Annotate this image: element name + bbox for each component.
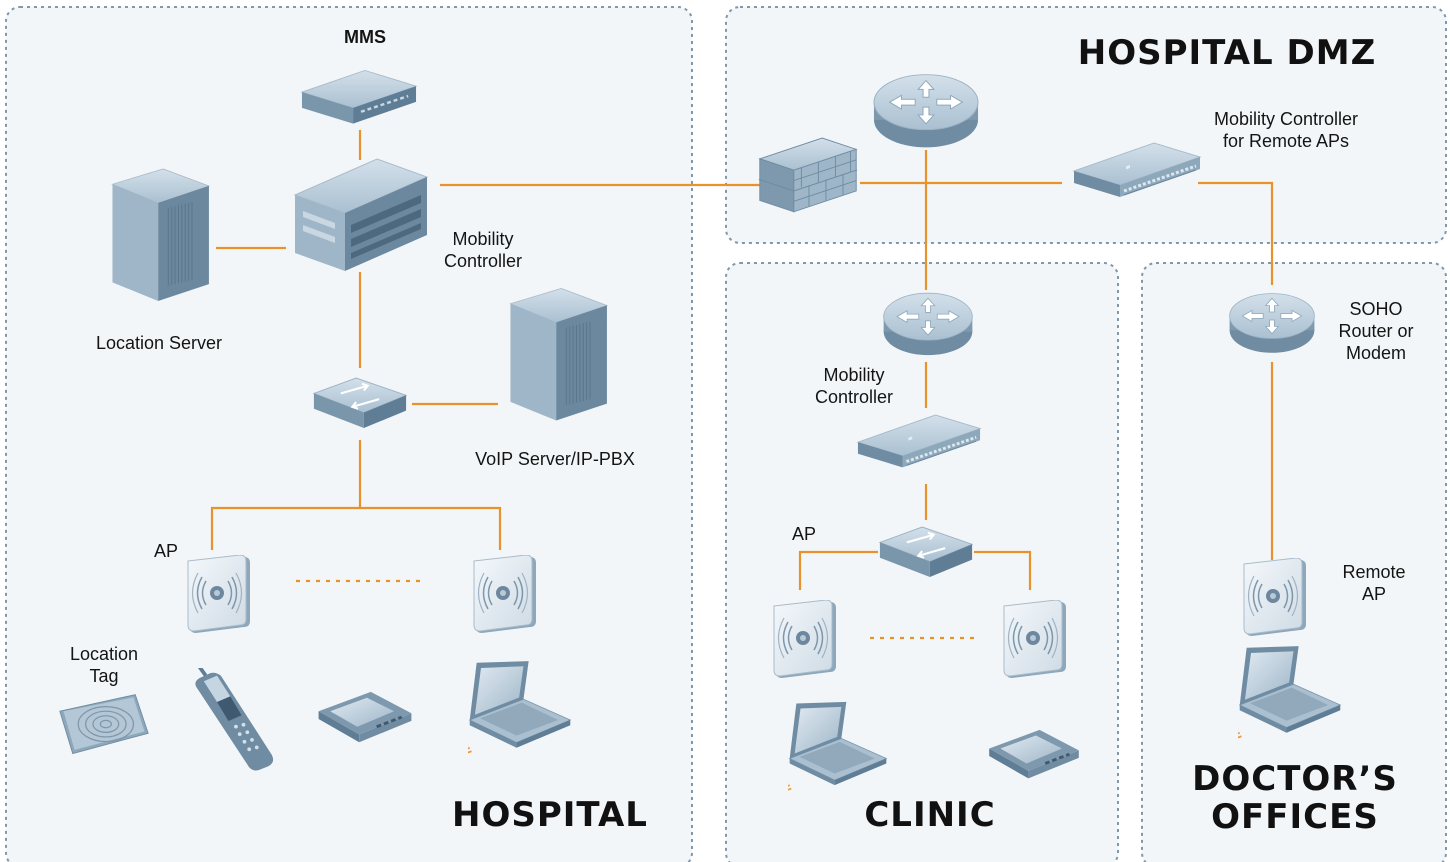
zone-title-hospital: HOSPITAL <box>452 795 648 835</box>
voip-server-label: VoIP Server/IP-PBX <box>475 449 635 469</box>
soho-router-label: SOHO Router or Modem <box>1338 299 1414 363</box>
remote-ap-label: Remote AP <box>1342 562 1406 604</box>
zone-title-clinic: CLINIC <box>864 795 996 835</box>
hospital-ap-right-icon <box>473 555 537 634</box>
location-tag-label: Location Tag <box>69 644 139 686</box>
zone-title-hospital-dmz: HOSPITAL DMZ <box>1077 33 1377 73</box>
mobility-controller-clinic-label: Mobility Controller <box>814 365 894 407</box>
network-links <box>210 130 1274 640</box>
hospital-ap-left-icon <box>187 555 251 634</box>
dmz-router-icon <box>873 74 979 148</box>
remote-ap-icon <box>1243 558 1307 637</box>
clinic-ap-left-icon <box>773 600 837 679</box>
location-server-label: Location Server <box>95 333 223 353</box>
mobility-controller-remote-label: Mobility Controller for Remote APs <box>1213 109 1359 151</box>
ap-clinic-label: AP <box>791 524 816 544</box>
soho-router-icon <box>1229 293 1315 354</box>
voip-server-icon <box>509 287 608 422</box>
location-server-icon <box>111 168 210 302</box>
ap-hospital-label: AP <box>153 541 178 561</box>
clinic-router-icon <box>883 292 973 356</box>
mms-label: MMS <box>344 27 386 47</box>
mobility-controller-hospital-label: Mobility Controller <box>443 229 523 271</box>
zone-title-doctors-offices: DOCTOR’S OFFICES <box>1192 759 1398 837</box>
clinic-ap-right-icon <box>1003 600 1067 679</box>
